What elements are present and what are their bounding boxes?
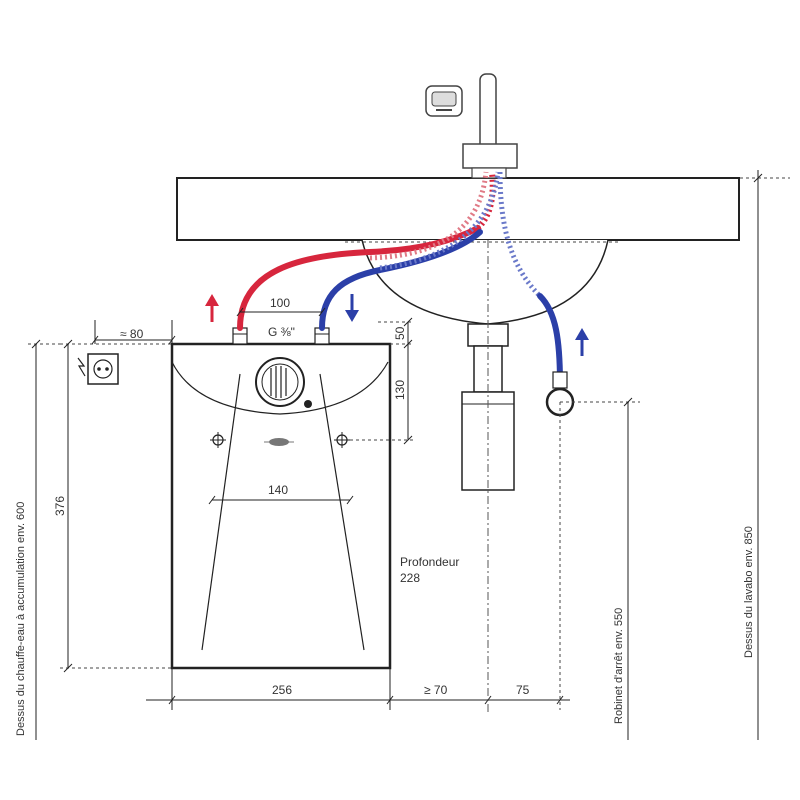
washbasin (176, 177, 740, 325)
cold-inlet-hose-hidden (497, 171, 542, 298)
brand-logo (264, 438, 294, 446)
valve-height-label: Robinet d'arrêt env. 550 (613, 608, 625, 724)
dimension-lines (28, 170, 790, 740)
mounting-hole-right (334, 432, 350, 448)
faucet-spout (479, 73, 497, 151)
faucet (425, 73, 518, 179)
heater-top-panel (171, 361, 389, 415)
arrow-up-icon (575, 328, 589, 356)
sink-top-height-label: Dessus du lavabo env. 850 (743, 526, 755, 658)
dim-376-label: 376 (53, 496, 67, 516)
mounting-hole-left (210, 432, 226, 448)
arrow-up-icon (205, 294, 219, 322)
faucet-body (462, 143, 518, 169)
depth-value: 228 (400, 571, 420, 585)
dim-70-label: ≥ 70 (424, 683, 448, 697)
faucet-badge-icon (425, 85, 463, 117)
depth-label: Profondeur (400, 555, 459, 569)
water-heater (170, 327, 392, 670)
indicator-light (304, 400, 312, 408)
siphon-trap (461, 391, 515, 491)
dim-256-label: 256 (272, 683, 292, 697)
heater-front-curve-left (201, 373, 241, 651)
heater-top-height-label: Dessus du chauffe-eau à accumulation env… (15, 502, 27, 736)
cold-inlet-hose (537, 293, 563, 387)
hoses (237, 171, 575, 417)
dim-50-label: 50 (393, 326, 407, 340)
dim-140-label: 140 (268, 483, 288, 497)
heater-front-curve-right (319, 373, 365, 651)
dim-130-label: 130 (393, 380, 407, 400)
electrical-outlet-icon (77, 353, 119, 385)
countertop (176, 177, 740, 241)
cold-hose (319, 229, 483, 331)
hot-hose-hidden-2 (369, 171, 489, 261)
thread-label: G ⅜" (268, 325, 295, 339)
arrow-down-icon (345, 294, 359, 322)
dim-100-label: 100 (270, 296, 290, 310)
thermostat-knob (255, 357, 305, 407)
dim-75-label: 75 (516, 683, 530, 697)
dim-80-label: ≈ 80 (120, 327, 144, 341)
